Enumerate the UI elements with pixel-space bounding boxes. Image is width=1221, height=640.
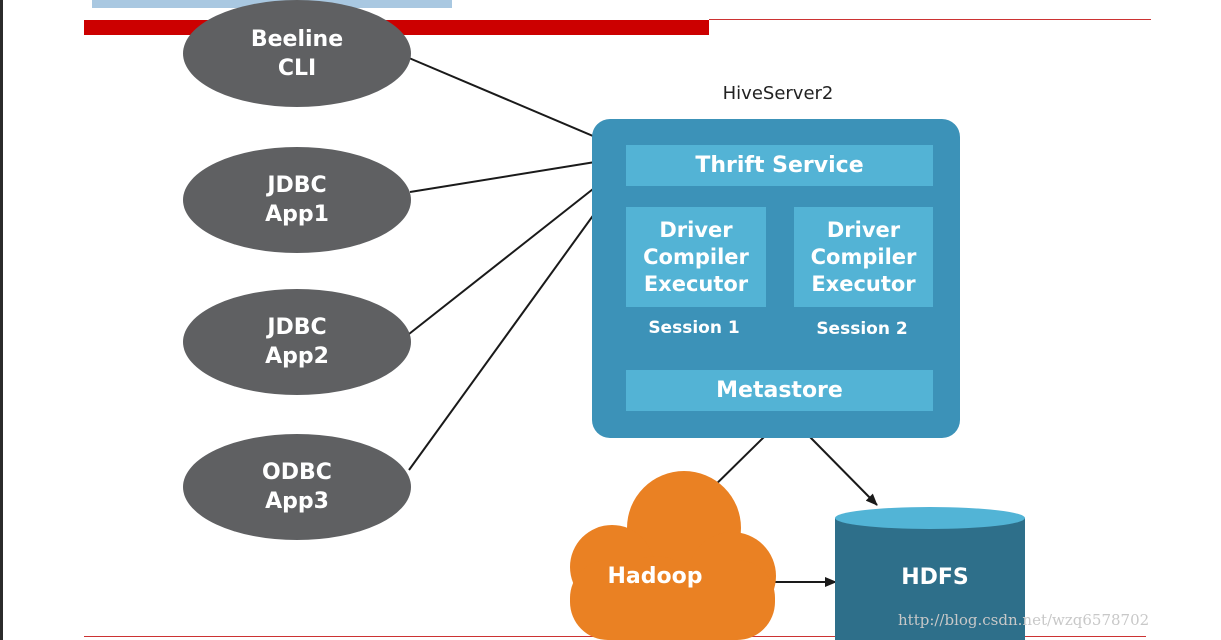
client-label: Beeline CLI bbox=[250, 26, 344, 81]
client-label: ODBC App3 bbox=[262, 460, 332, 514]
metastore-box: Metastore bbox=[626, 370, 933, 411]
arrow-jdbc2-to-thrift bbox=[408, 162, 627, 335]
arrow-odbc3-to-thrift bbox=[408, 169, 627, 471]
arrow-jdbc1-to-thrift bbox=[409, 153, 627, 193]
client-jdbc-app2: JDBC App2 bbox=[183, 289, 411, 395]
watermark-url: http://blog.csdn.net/wzq6578702 bbox=[898, 611, 1150, 629]
arrow-server-to-hdfs bbox=[809, 436, 878, 506]
hadoop-cloud-icon bbox=[570, 471, 776, 640]
session-1-label: Session 1 bbox=[648, 318, 740, 338]
window-left-edge bbox=[0, 0, 3, 640]
session-2-components: Driver Compiler Executor bbox=[794, 207, 933, 307]
arrow-beeline-to-thrift bbox=[408, 57, 627, 151]
client-jdbc-app1: JDBC App1 bbox=[183, 147, 411, 253]
hdfs-cylinder-icon bbox=[835, 507, 1025, 640]
hdfs-label: HDFS bbox=[901, 565, 969, 590]
thrift-service-box: Thrift Service bbox=[626, 145, 933, 186]
hiveserver2-title: HiveServer2 bbox=[722, 83, 834, 104]
client-label: JDBC App2 bbox=[265, 315, 329, 369]
session-1-components: Driver Compiler Executor bbox=[626, 207, 766, 307]
hadoop-label: Hadoop bbox=[607, 564, 703, 589]
client-odbc-app3: ODBC App3 bbox=[183, 434, 411, 540]
components-label: Driver Compiler Executor bbox=[810, 217, 917, 296]
session-2-label: Session 2 bbox=[816, 319, 908, 339]
components-label: Driver Compiler Executor bbox=[643, 217, 749, 296]
client-beeline-cli: Beeline CLI bbox=[183, 0, 411, 107]
red-rule-top bbox=[709, 19, 1151, 20]
client-label: JDBC App1 bbox=[265, 173, 329, 227]
